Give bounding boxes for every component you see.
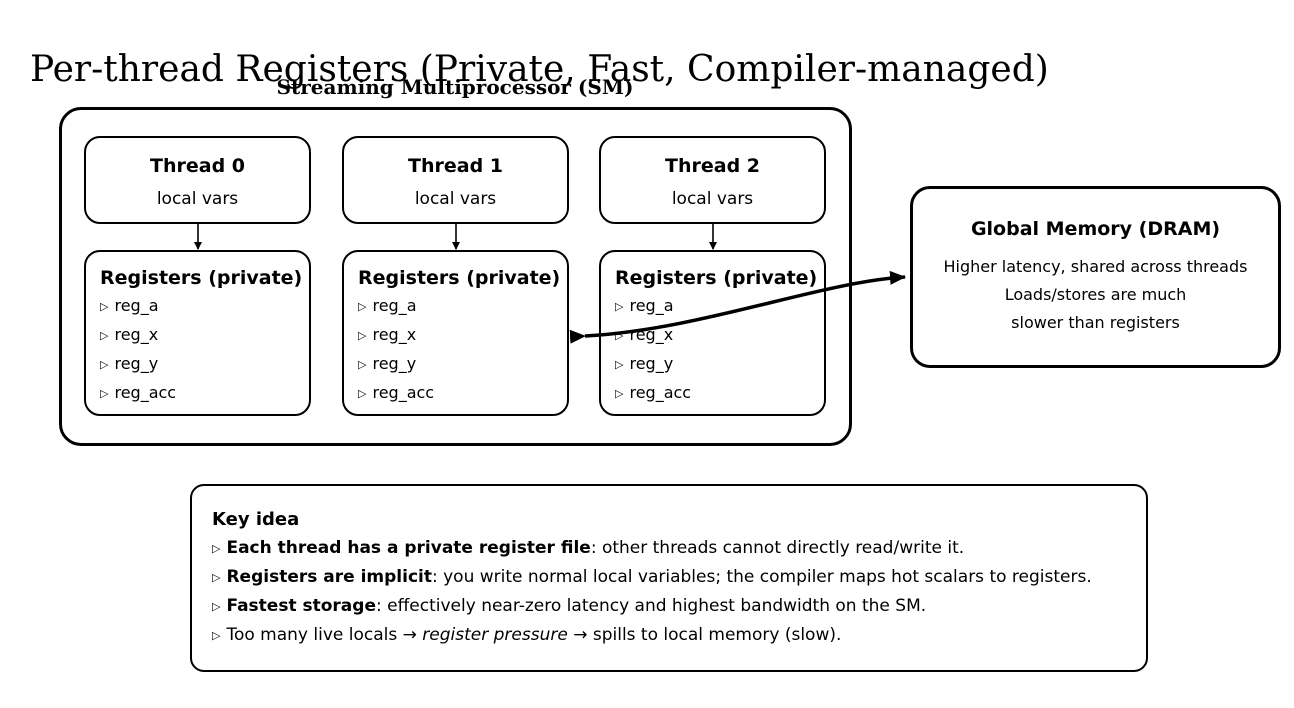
key-idea-title: Key idea xyxy=(212,509,300,530)
register-item: ▷reg_a xyxy=(358,292,567,321)
register-item: ▷reg_x xyxy=(358,321,567,350)
triangle-bullet-icon: ▷ xyxy=(100,300,109,313)
key-idea-item: ▷Fastest storage: effectively near-zero … xyxy=(212,592,1146,621)
triangle-bullet-icon: ▷ xyxy=(358,300,367,313)
thread-subtitle: local vars xyxy=(671,189,754,209)
triangle-bullet-icon: ▷ xyxy=(615,358,624,371)
triangle-bullet-icon: ▷ xyxy=(212,600,221,613)
register-item: ▷reg_y xyxy=(615,350,824,379)
triangle-bullet-icon: ▷ xyxy=(100,329,109,342)
global-memory-box: Global Memory (DRAM) Higher latency, sha… xyxy=(910,186,1281,368)
register-item: ▷reg_y xyxy=(100,350,309,379)
thread-1-box: Thread 1 local vars xyxy=(342,136,569,224)
register-item: ▷reg_acc xyxy=(615,379,824,408)
registers-title: Registers (private) xyxy=(100,267,303,289)
triangle-bullet-icon: ▷ xyxy=(358,387,367,400)
triangle-bullet-icon: ▷ xyxy=(358,358,367,371)
global-memory-line: Loads/stores are much xyxy=(1004,285,1187,304)
key-idea-item: ▷Too many live locals → register pressur… xyxy=(212,621,1146,650)
sm-label: Streaming Multiprocessor (SM) xyxy=(276,75,634,99)
global-memory-title: Global Memory (DRAM) xyxy=(970,218,1221,240)
triangle-bullet-icon: ▷ xyxy=(100,387,109,400)
triangle-bullet-icon: ▷ xyxy=(358,329,367,342)
global-memory-line: slower than registers xyxy=(1011,313,1180,332)
register-item: ▷reg_acc xyxy=(358,379,567,408)
registers-box-0: Registers (private) ▷reg_a ▷reg_x ▷reg_y… xyxy=(84,250,311,416)
key-idea-item: ▷Each thread has a private register file… xyxy=(212,534,1146,563)
triangle-bullet-icon: ▷ xyxy=(615,387,624,400)
page-title: Per-thread Registers (Private, Fast, Com… xyxy=(30,49,1049,90)
key-idea-box: Key idea ▷Each thread has a private regi… xyxy=(190,484,1148,672)
global-memory-line: Higher latency, shared across threads xyxy=(943,257,1248,276)
thread-title: Thread 0 xyxy=(150,155,245,177)
registers-title: Registers (private) xyxy=(358,267,561,289)
thread-title: Thread 1 xyxy=(408,155,503,177)
triangle-bullet-icon: ▷ xyxy=(212,629,221,642)
triangle-bullet-icon: ▷ xyxy=(100,358,109,371)
memory-access-arrow xyxy=(569,270,906,344)
register-item: ▷reg_acc xyxy=(100,379,309,408)
triangle-bullet-icon: ▷ xyxy=(212,542,221,555)
register-item: ▷reg_x xyxy=(100,321,309,350)
thread-2-box: Thread 2 local vars xyxy=(599,136,826,224)
thread-0-box: Thread 0 local vars xyxy=(84,136,311,224)
registers-box-1: Registers (private) ▷reg_a ▷reg_x ▷reg_y… xyxy=(342,250,569,416)
key-idea-item: ▷Registers are implicit: you write norma… xyxy=(212,563,1146,592)
thread-subtitle: local vars xyxy=(156,189,239,209)
triangle-bullet-icon: ▷ xyxy=(212,571,221,584)
thread-subtitle: local vars xyxy=(414,189,497,209)
thread-title: Thread 2 xyxy=(665,155,760,177)
register-item: ▷reg_a xyxy=(100,292,309,321)
register-item: ▷reg_y xyxy=(358,350,567,379)
